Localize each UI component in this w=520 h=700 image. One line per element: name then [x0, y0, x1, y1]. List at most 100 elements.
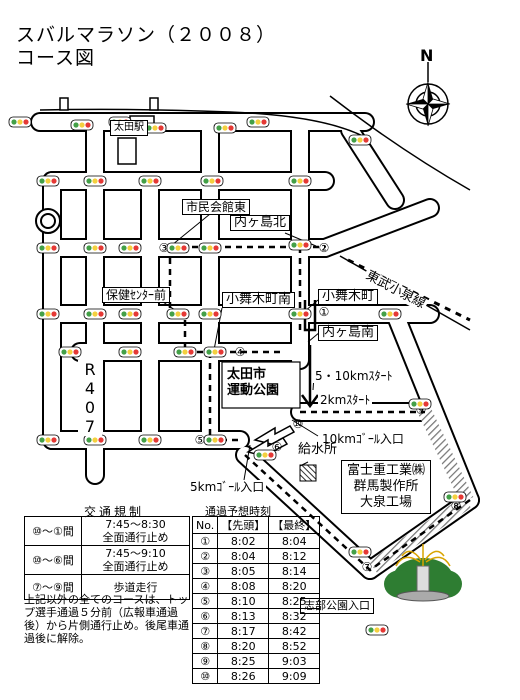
checkpoint-5-label: ⑤: [195, 433, 206, 447]
schedule-cell-first: 8:05: [217, 563, 270, 579]
checkpoint-1-label: ①: [319, 305, 330, 319]
schedule-cell-no: ⑧: [191, 638, 219, 654]
traffic-rule-line2: 全面通行止め: [102, 560, 169, 573]
railway: [39, 95, 471, 331]
schedule-cell-last: 9:09: [268, 668, 321, 684]
checkpoint-3-label: ③: [159, 241, 170, 255]
schedule-cell-last: 8:04: [268, 533, 321, 549]
traffic-rule-line1: 歩道走行: [113, 580, 158, 594]
traffic-section: ⑦〜⑨間: [24, 574, 82, 600]
schedule-header-row: No. 【先頭】 【最終】: [191, 516, 321, 534]
traffic-signal-icon: [118, 308, 142, 320]
traffic-signal-icon: [253, 449, 277, 461]
traffic-signal-icon: [138, 434, 162, 446]
map-title: スバルマラソン（２００８）: [16, 24, 277, 46]
checkpoint-6-label: ⑥: [272, 440, 283, 454]
park-label-line2: 運動公園: [227, 383, 280, 398]
schedule-cell-first: 8:20: [217, 638, 270, 654]
checkpoint-10-label: ⑩: [293, 417, 304, 431]
schedule-cell-no: ⑩: [191, 668, 219, 684]
traffic-signal-icon: [118, 242, 142, 254]
traffic-signal-icon: [173, 346, 197, 358]
uchigashima-minami-label: 内ヶ島南: [318, 325, 379, 341]
traffic-signal-icon: [8, 116, 32, 128]
checkpoint-2-label: ②: [319, 241, 330, 255]
traffic-rule-line1: 7:45〜9:10: [105, 547, 166, 560]
traffic-section: ⑩〜⑥間: [24, 545, 82, 575]
fountain-icon: [384, 544, 462, 602]
schedule-cell-last: 8:14: [268, 563, 321, 579]
goal-5-label: 5kmｺﾞｰﾙ入口: [188, 480, 267, 494]
schedule-cell-no: ④: [191, 578, 219, 594]
traffic-rule: 歩道走行: [81, 574, 190, 600]
compass-icon: [405, 62, 451, 127]
schedule-cell-last: 8:12: [268, 548, 321, 564]
traffic-signal-icon: [365, 624, 389, 636]
schedule-cell-first: 8:17: [217, 623, 270, 639]
traffic-signal-icon: [166, 308, 190, 320]
traffic-signal-icon: [213, 122, 237, 134]
schedule-cell-first: 8:13: [217, 608, 270, 624]
start-5-10-label: 5・10kmｽﾀｰﾄ: [313, 369, 395, 383]
traffic-signal-icon: [36, 175, 60, 187]
map-subtitle: コース図: [16, 47, 96, 69]
traffic-signal-icon: [443, 491, 467, 503]
schedule-title: 通過予想時刻: [205, 505, 271, 518]
traffic-signal-icon: [83, 434, 107, 446]
table-row: ⑦〜⑨間 歩道走行: [24, 574, 190, 600]
park-label: 太田市 運動公園: [227, 367, 297, 399]
schedule-cell-last: 8:25: [268, 593, 321, 609]
checkpoint-8-label: ⑧: [451, 499, 462, 513]
traffic-signal-icon: [408, 398, 432, 410]
traffic-signal-icon: [288, 175, 312, 187]
target-icon: [35, 208, 61, 234]
schedule-cell-last: 8:52: [268, 638, 321, 654]
shimin-kaikan-higashi-label: 市民会館東: [182, 199, 251, 215]
traffic-rule-line1: 7:45〜8:30: [105, 518, 166, 531]
schedule-cell-first: 8:10: [217, 593, 270, 609]
traffic-note: 上記以外の全てのコースは、トップ選手通過５分前（広報車通過後）から片側通行止め。…: [24, 593, 189, 645]
traffic-signal-icon: [348, 134, 372, 146]
checkpoints: ① ② ③ ④ ⑤ ⑥ ⑦ ⑧ ⑨ ⑩: [159, 241, 462, 574]
schedule-cell-no: ⑤: [191, 593, 219, 609]
traffic-signal-icon: [138, 175, 162, 187]
traffic-signal-icon: [288, 308, 312, 320]
route-label: R407: [78, 360, 102, 436]
traffic-signal-icon: [378, 308, 402, 320]
traffic-signal-icon: [203, 346, 227, 358]
schedule-cell-no: ⑨: [191, 653, 219, 669]
traffic-signal-icon: [166, 242, 190, 254]
schedule-cell-no: ③: [191, 563, 219, 579]
traffic-signal-icon: [70, 119, 94, 131]
checkpoint-4-label: ④: [235, 345, 246, 359]
schedule-cell-first: 8:25: [217, 653, 270, 669]
traffic-signal-icon: [288, 239, 312, 251]
schedule-cell-first: 8:08: [217, 578, 270, 594]
station-label: 太田駅: [110, 120, 148, 136]
komaiki-label: 小舞木町: [318, 289, 379, 305]
schedule-cell-first: 8:02: [217, 533, 270, 549]
traffic-signal-icon: [83, 175, 107, 187]
traffic-signal-icon: [36, 434, 60, 446]
schedule-cell-first: 8:26: [217, 668, 270, 684]
traffic-signal-icon: [246, 116, 270, 128]
schedule-cell-last: 8:20: [268, 578, 321, 594]
traffic-signal-icon: [83, 308, 107, 320]
traffic-signal-icon: [58, 346, 82, 358]
start-2-label: 2kmｽﾀｰﾄ: [318, 393, 373, 407]
traffic-signal-icon: [83, 242, 107, 254]
water-station-label: 給水所: [296, 442, 340, 457]
schedule-cell-no: ①: [191, 533, 219, 549]
schedule-cell-first: 8:04: [217, 548, 270, 564]
park-label-line1: 太田市: [227, 367, 267, 382]
factory-line1: 富士重工業㈱: [346, 463, 425, 478]
uchigashima-kita-label: 内ヶ島北: [230, 215, 291, 231]
